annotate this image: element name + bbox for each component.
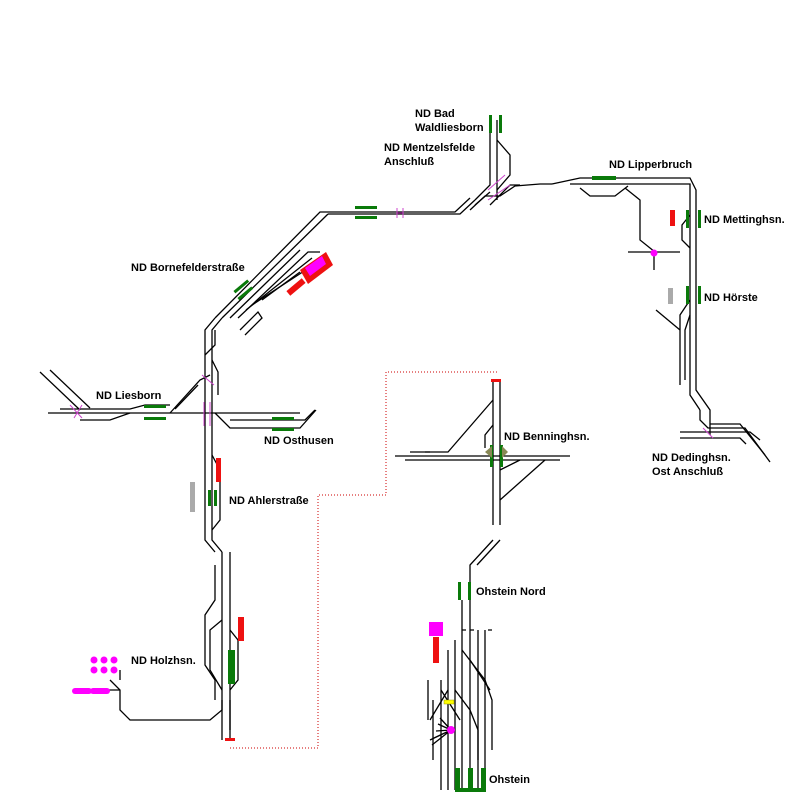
station-label-lipperbruch: ND Lipperbruch — [609, 159, 693, 171]
station-label-benninghsn: ND Benninghsn. — [504, 431, 590, 443]
north-branch — [474, 120, 520, 206]
station-label-mentzelsfelde: ND Mentzelsfelde Anschluß — [384, 141, 475, 169]
station-label-bornefelderstrasse: ND Bornefelderstraße — [131, 262, 245, 274]
station-markers — [69, 115, 714, 792]
station-label-holzhsn: ND Holzhsn. — [131, 655, 196, 667]
station-label-ahlerstrasse: ND Ahlerstraße — [229, 495, 309, 507]
station-label-osthusen: ND Osthusen — [264, 435, 334, 447]
station-label-bad-waldliesborn: ND Bad Waldliesborn — [415, 107, 484, 135]
station-label-ohstein-nord: Ohstein Nord — [476, 586, 546, 598]
ohstein-yard — [427, 600, 493, 790]
station-label-line: ND Mentzelsfelde — [384, 142, 476, 154]
holzhsn-area — [100, 552, 239, 740]
station-label-line: Waldliesborn — [415, 122, 484, 134]
station-label-line: Anschluß — [384, 156, 435, 168]
station-label-dedinghsn: ND Dedinghsn. Ost Anschluß — [652, 451, 731, 479]
main-line-west — [39, 183, 552, 553]
benninghsn-area — [395, 380, 570, 600]
east-branch — [551, 177, 771, 463]
station-label-hoerste: ND Hörste — [704, 292, 758, 304]
station-label-line: Ost Anschluß — [652, 466, 724, 478]
station-label-line: ND Dedinghsn. — [652, 452, 731, 464]
station-label-ohstein: Ohstein — [489, 774, 530, 786]
station-label-mettinghsn: ND Mettinghsn. — [704, 214, 785, 226]
station-label-liesborn: ND Liesborn — [96, 390, 162, 402]
station-label-line: ND Bad — [415, 108, 455, 120]
dotted-connector — [230, 371, 497, 749]
